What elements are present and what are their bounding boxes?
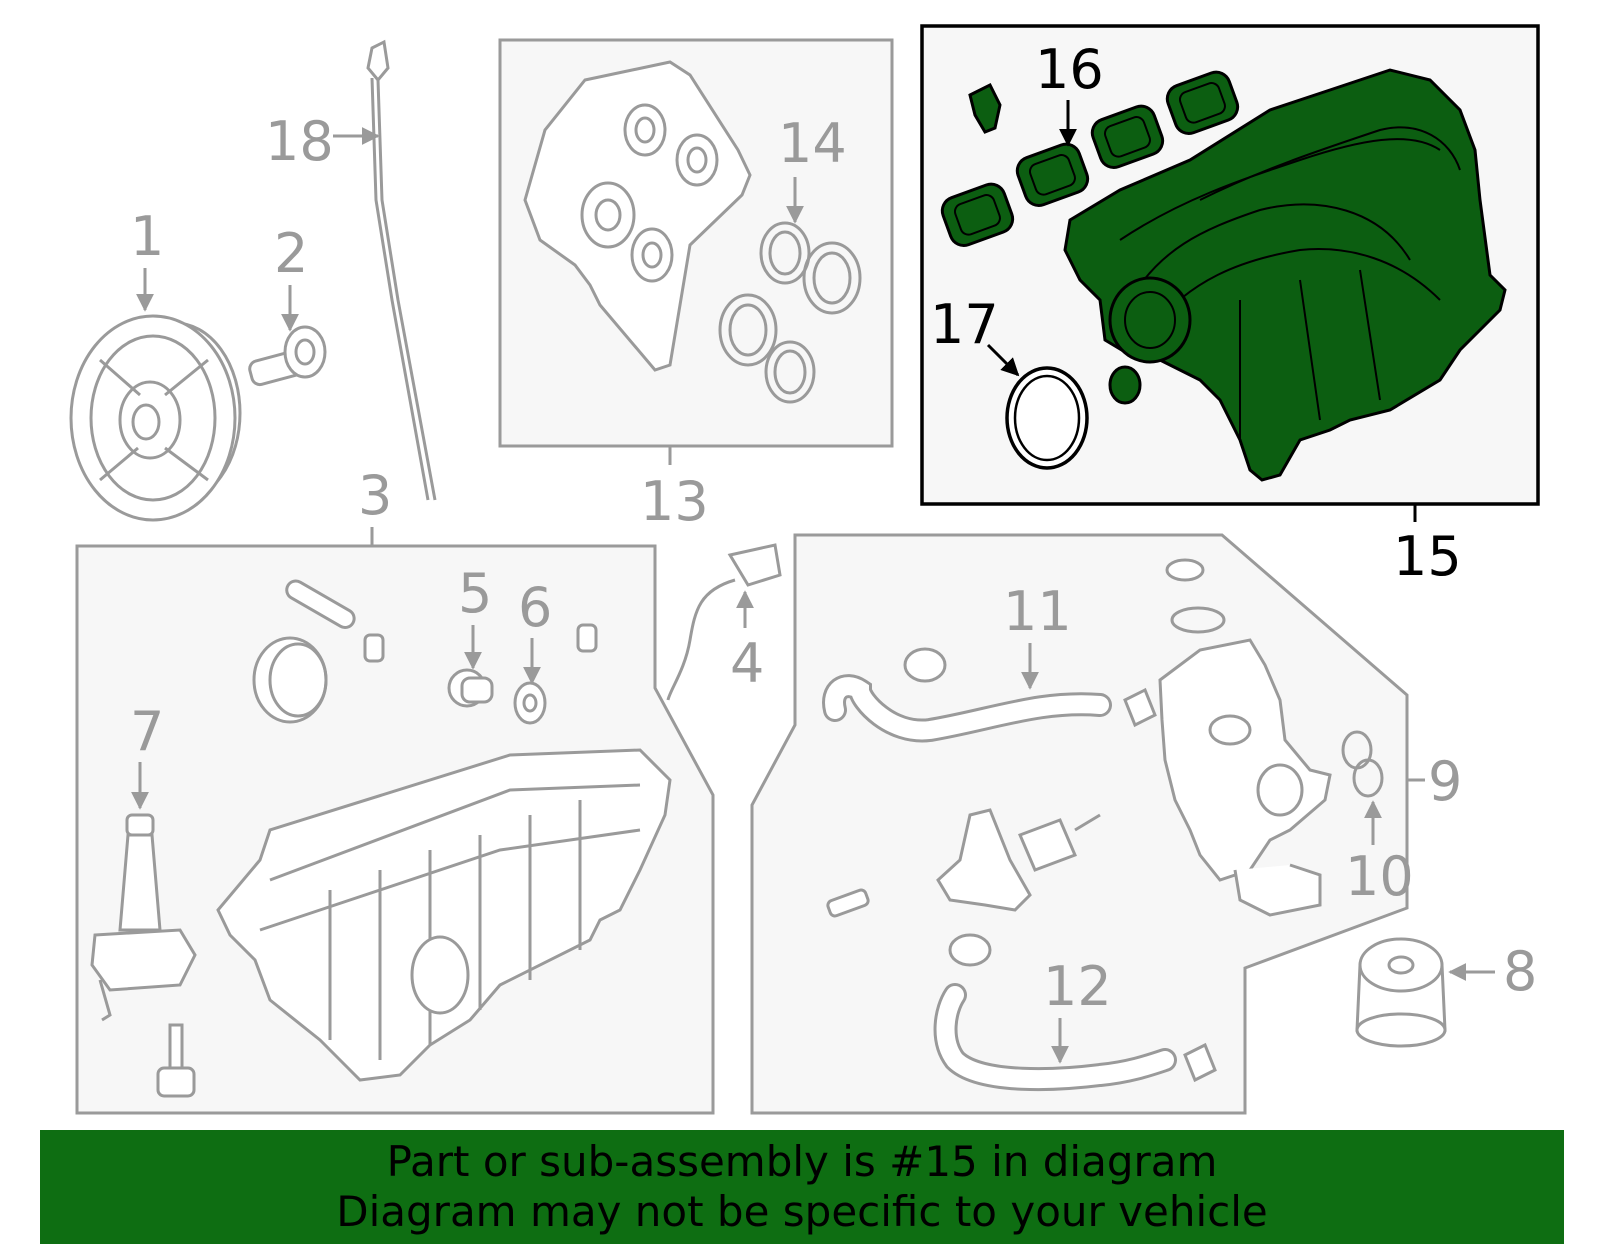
thermostat-parts (826, 808, 1101, 918)
callout-7: 7 (130, 700, 164, 763)
dipstick-part-18 (366, 39, 437, 501)
arrow-17 (986, 343, 1020, 377)
callout-1: 1 (130, 205, 164, 268)
seal-ring (252, 636, 328, 724)
callout-4: 4 (730, 632, 764, 695)
o-rings-part-10 (1341, 730, 1384, 798)
callout-13: 13 (640, 470, 709, 533)
tube-part-4 (666, 543, 782, 701)
o-rings-part-14 (718, 221, 862, 404)
o-ring-part-17 (1005, 366, 1089, 470)
drain-plug-part-5 (447, 668, 494, 708)
pulley-part-1 (69, 314, 242, 522)
banner-line-1: Part or sub-assembly is #15 in diagram (386, 1137, 1218, 1186)
level-sensor-part-7 (90, 813, 197, 1098)
box-9-outline (750, 533, 1409, 1115)
callout-15: 15 (1393, 525, 1462, 588)
washer-part-6 (513, 681, 547, 725)
callout-18: 18 (265, 110, 334, 173)
hose-part-11 (822, 647, 1157, 743)
callout-12: 12 (1043, 955, 1112, 1018)
banner-line-2: Diagram may not be specific to your vehi… (336, 1187, 1268, 1236)
callout-14: 14 (778, 112, 847, 175)
filter-housing-part-9 (1158, 558, 1332, 917)
dowel-parts (285, 579, 598, 663)
callout-8: 8 (1503, 940, 1537, 1003)
oil-filter-part-8 (1355, 937, 1447, 1048)
intake-manifold-part-15 (1063, 68, 1507, 482)
callout-9: 9 (1428, 750, 1462, 813)
gaskets-part-16 (940, 70, 1240, 247)
callout-10: 10 (1345, 845, 1414, 908)
oil-cooler-plate-part-13 (523, 60, 752, 372)
bolt-part-2 (248, 325, 327, 387)
callout-2: 2 (274, 222, 308, 285)
callout-17: 17 (930, 293, 999, 356)
hose-part-12 (933, 933, 1217, 1092)
callout-11: 11 (1003, 580, 1072, 643)
callout-5: 5 (458, 562, 492, 625)
callout-16: 16 (1035, 38, 1104, 101)
callout-3: 3 (358, 464, 392, 527)
oil-pan-part-3 (216, 748, 672, 1082)
info-banner: Part or sub-assembly is #15 in diagram D… (40, 1130, 1564, 1244)
callout-6: 6 (518, 576, 552, 639)
